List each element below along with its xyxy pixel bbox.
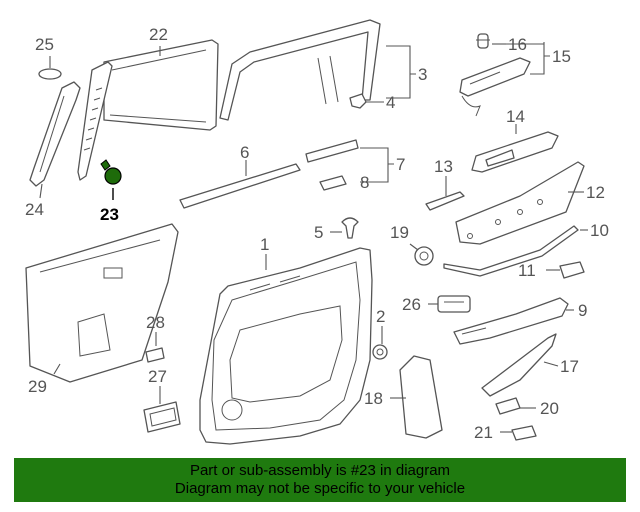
part-25-clip[interactable] bbox=[38, 68, 62, 80]
part-21-lamp[interactable] bbox=[511, 425, 537, 441]
callout-11: 11 bbox=[518, 261, 536, 280]
part-6-strip[interactable] bbox=[179, 163, 301, 209]
part-info-banner: Part or sub-assembly is #23 in diagram D… bbox=[14, 458, 626, 502]
callout-21: 21 bbox=[474, 423, 493, 442]
part-5-push-clip[interactable] bbox=[341, 217, 359, 239]
part-23-screw[interactable] bbox=[100, 159, 122, 185]
callouts: 25 24 22 3 4 16 15 14 13 12 10 11 6 7 8 … bbox=[25, 25, 609, 442]
part-7-bracket[interactable] bbox=[305, 139, 359, 163]
callout-2: 2 bbox=[376, 307, 385, 326]
part-20-bulb[interactable] bbox=[495, 397, 521, 415]
part-3-window-frame[interactable] bbox=[219, 19, 381, 121]
callout-26: 26 bbox=[402, 295, 421, 314]
part-16-plunger[interactable] bbox=[476, 33, 490, 49]
callout-24: 24 bbox=[25, 200, 44, 219]
callout-7: 7 bbox=[396, 155, 405, 174]
part-22-sunshade[interactable] bbox=[77, 39, 219, 181]
callout-22: 22 bbox=[149, 25, 168, 44]
part-26-plug[interactable] bbox=[437, 295, 471, 313]
part-19-speaker[interactable] bbox=[414, 246, 434, 266]
part-14-handle-trim[interactable] bbox=[471, 131, 559, 173]
callout-10: 10 bbox=[590, 221, 609, 240]
part-9-armrest[interactable] bbox=[453, 297, 569, 345]
part-27-handle-bezel[interactable] bbox=[143, 401, 181, 433]
callout-27: 27 bbox=[148, 367, 167, 386]
callout-28: 28 bbox=[146, 313, 165, 332]
callout-20: 20 bbox=[540, 399, 559, 418]
callout-17: 17 bbox=[560, 357, 579, 376]
banner-line-part: Part or sub-assembly is #23 in diagram bbox=[189, 462, 451, 479]
part-13-trim-strip[interactable] bbox=[425, 191, 465, 211]
part-12-upper-trim[interactable] bbox=[455, 161, 585, 245]
callout-3: 3 bbox=[418, 65, 427, 84]
callout-18: 18 bbox=[364, 389, 383, 408]
callout-25: 25 bbox=[35, 35, 54, 54]
part-1-door-panel[interactable] bbox=[199, 247, 373, 445]
part-2-fastener[interactable] bbox=[372, 344, 388, 360]
callout-15: 15 bbox=[552, 47, 571, 66]
leader-lines bbox=[39, 42, 588, 433]
part-11-switch[interactable] bbox=[559, 261, 585, 279]
callout-14: 14 bbox=[506, 107, 525, 126]
callout-8: 8 bbox=[360, 173, 369, 192]
part-8-pad[interactable] bbox=[319, 175, 347, 191]
part-24-pillar-trim[interactable] bbox=[29, 81, 81, 187]
parts-diagram: 25 24 22 3 4 16 15 14 13 12 10 11 6 7 8 … bbox=[25, 19, 609, 445]
callout-5: 5 bbox=[314, 223, 323, 242]
callout-6: 6 bbox=[240, 143, 249, 162]
callout-1: 1 bbox=[260, 235, 269, 254]
part-10-molding[interactable] bbox=[443, 225, 579, 277]
part-18-cover[interactable] bbox=[399, 355, 443, 439]
callout-19: 19 bbox=[390, 223, 409, 242]
callout-12: 12 bbox=[586, 183, 605, 202]
callout-23: 23 bbox=[100, 205, 119, 224]
callout-16: 16 bbox=[508, 35, 527, 54]
part-17-pocket[interactable] bbox=[481, 333, 557, 397]
callout-13: 13 bbox=[434, 157, 453, 176]
part-29-trim-panel[interactable] bbox=[25, 223, 179, 383]
part-15-handle-assembly[interactable] bbox=[459, 57, 531, 117]
part-4-clip[interactable] bbox=[349, 93, 367, 109]
banner-line-disclaimer: Diagram may not be specific to your vehi… bbox=[174, 480, 466, 497]
callout-4: 4 bbox=[386, 93, 395, 112]
part-28-cap[interactable] bbox=[145, 347, 165, 363]
callout-9: 9 bbox=[578, 301, 587, 320]
callout-29: 29 bbox=[28, 377, 47, 396]
